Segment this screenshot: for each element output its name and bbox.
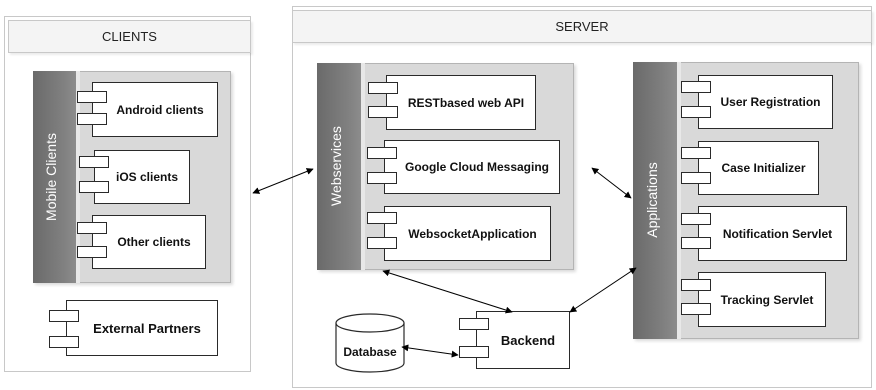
connector-clients-webservices [252,168,314,194]
component-android-clients: Android clients [92,82,218,137]
component-backend: Backend [476,311,570,369]
applications-band [633,62,681,339]
server-header: SERVER [292,10,872,43]
component-tracking-servlet: Tracking Servlet [698,272,826,327]
component-tab [367,212,397,224]
mobile-clients-band [33,71,80,283]
component-tab [681,303,711,315]
component-tab [681,237,711,249]
connector-webservices-applications [591,167,632,199]
clients-header: CLIENTS [8,20,251,53]
component-case-initializer: Case Initializer [698,141,819,195]
component-tab [367,237,397,249]
component-tab [368,106,398,118]
component-tab [681,106,711,118]
component-tab [77,222,107,234]
connector-database-backend [401,344,459,358]
component-rest-api: RESTbased web API [386,75,536,130]
component-tab [77,113,107,125]
component-tab [77,91,107,103]
component-tab [459,318,489,330]
component-tab [77,246,107,258]
component-other-clients: Other clients [92,215,206,269]
component-notification-servlet: Notification Servlet [698,206,847,261]
component-tab [79,181,109,193]
database-label: Database [343,345,397,359]
component-tab [681,279,711,291]
component-tab [79,156,109,168]
component-user-registration: User Registration [698,75,833,129]
component-tab [367,147,397,159]
component-external-partners: External Partners [66,300,218,356]
webservices-band [317,63,365,270]
component-websocket-application: WebsocketApplication [384,206,551,261]
component-google-cloud-messaging: Google Cloud Messaging [384,140,560,194]
component-tab [459,346,489,358]
database-cylinder: Database [335,313,405,373]
component-tab [681,213,711,225]
component-tab [49,336,79,348]
connector-webservices-backend [382,269,513,314]
component-tab [681,172,711,184]
component-tab [368,82,398,94]
component-tab [681,147,711,159]
connector-backend-applications [569,267,637,313]
component-ios-clients: iOS clients [94,150,190,204]
component-tab [367,172,397,184]
component-tab [681,81,711,93]
component-tab [49,310,79,322]
